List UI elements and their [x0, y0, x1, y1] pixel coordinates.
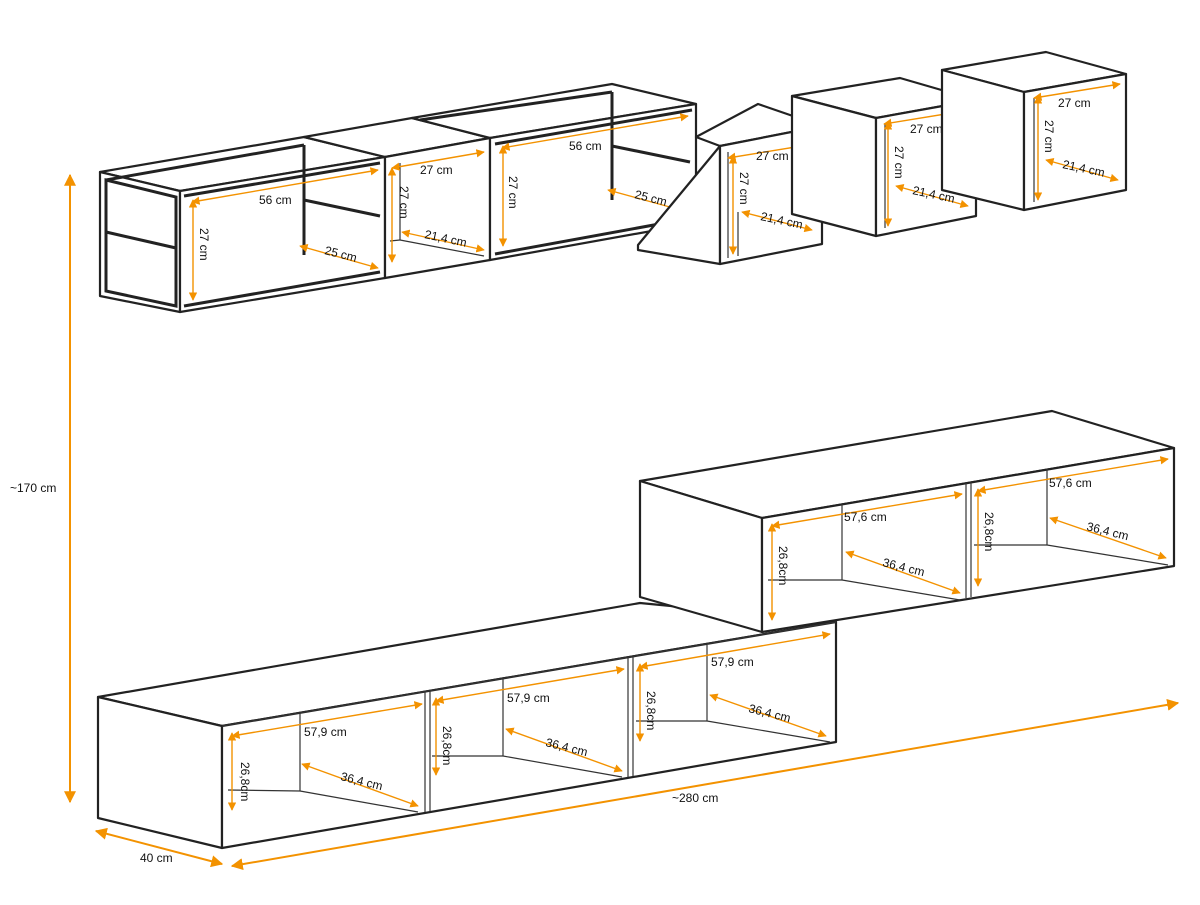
lower-width-label-3: 57,9 cm — [711, 655, 754, 669]
overall-height-label: ~170 cm — [10, 481, 56, 495]
upper-width-label-1: 57,6 cm — [844, 510, 887, 524]
cube-height-label-1: 27 cm — [397, 186, 411, 219]
overall-depth-label: 40 cm — [140, 851, 173, 865]
cube-height-label-4: 27 cm — [1042, 120, 1056, 153]
cube-height-label-2: 27 cm — [737, 172, 751, 205]
upper-height-label-1: 26,8cm — [776, 546, 790, 585]
upper-height-label-2: 26,8cm — [982, 512, 996, 551]
cube-width-label-4: 27 cm — [1058, 96, 1091, 110]
frame-height-label-2: 27 cm — [506, 176, 520, 209]
cube-width-label-1: 27 cm — [420, 163, 453, 177]
overall-width-label: ~280 cm — [672, 791, 718, 805]
frame-width-label-2: 56 cm — [569, 139, 602, 153]
lower-height-label-2: 26,8cm — [440, 726, 454, 765]
upper-width-label-2: 57,6 cm — [1049, 476, 1092, 490]
lower-height-label-3: 26,8cm — [644, 691, 658, 730]
frame-width-label-1: 56 cm — [259, 193, 292, 207]
overall-width-line — [230, 698, 1180, 871]
cube-3-dimensions: 27 cm 27 cm 21,4 cm — [1033, 81, 1121, 201]
frame-height-label-1: 27 cm — [197, 228, 211, 261]
lower-width-label-2: 57,9 cm — [507, 691, 550, 705]
frame-shelf-dimensions: 56 cm 27 cm 25 cm 27 cm 27 cm 21,4 cm 56… — [188, 113, 689, 301]
cube-shelf-3 — [940, 50, 1128, 212]
lower-height-label-1: 26,8cm — [238, 762, 252, 801]
lower-width-label-1: 57,9 cm — [304, 725, 347, 739]
lower-cabinet-dimensions: 57,9 cm 26,8cm 36,4 cm 57,9 cm 26,8cm 36… — [227, 631, 831, 811]
overall-depth-line — [94, 827, 224, 868]
cube-height-label-3: 27 cm — [892, 146, 906, 179]
lower-cabinet — [96, 601, 838, 850]
cube-width-label-2: 27 cm — [756, 149, 789, 163]
cube-width-label-3: 27 cm — [910, 122, 943, 136]
